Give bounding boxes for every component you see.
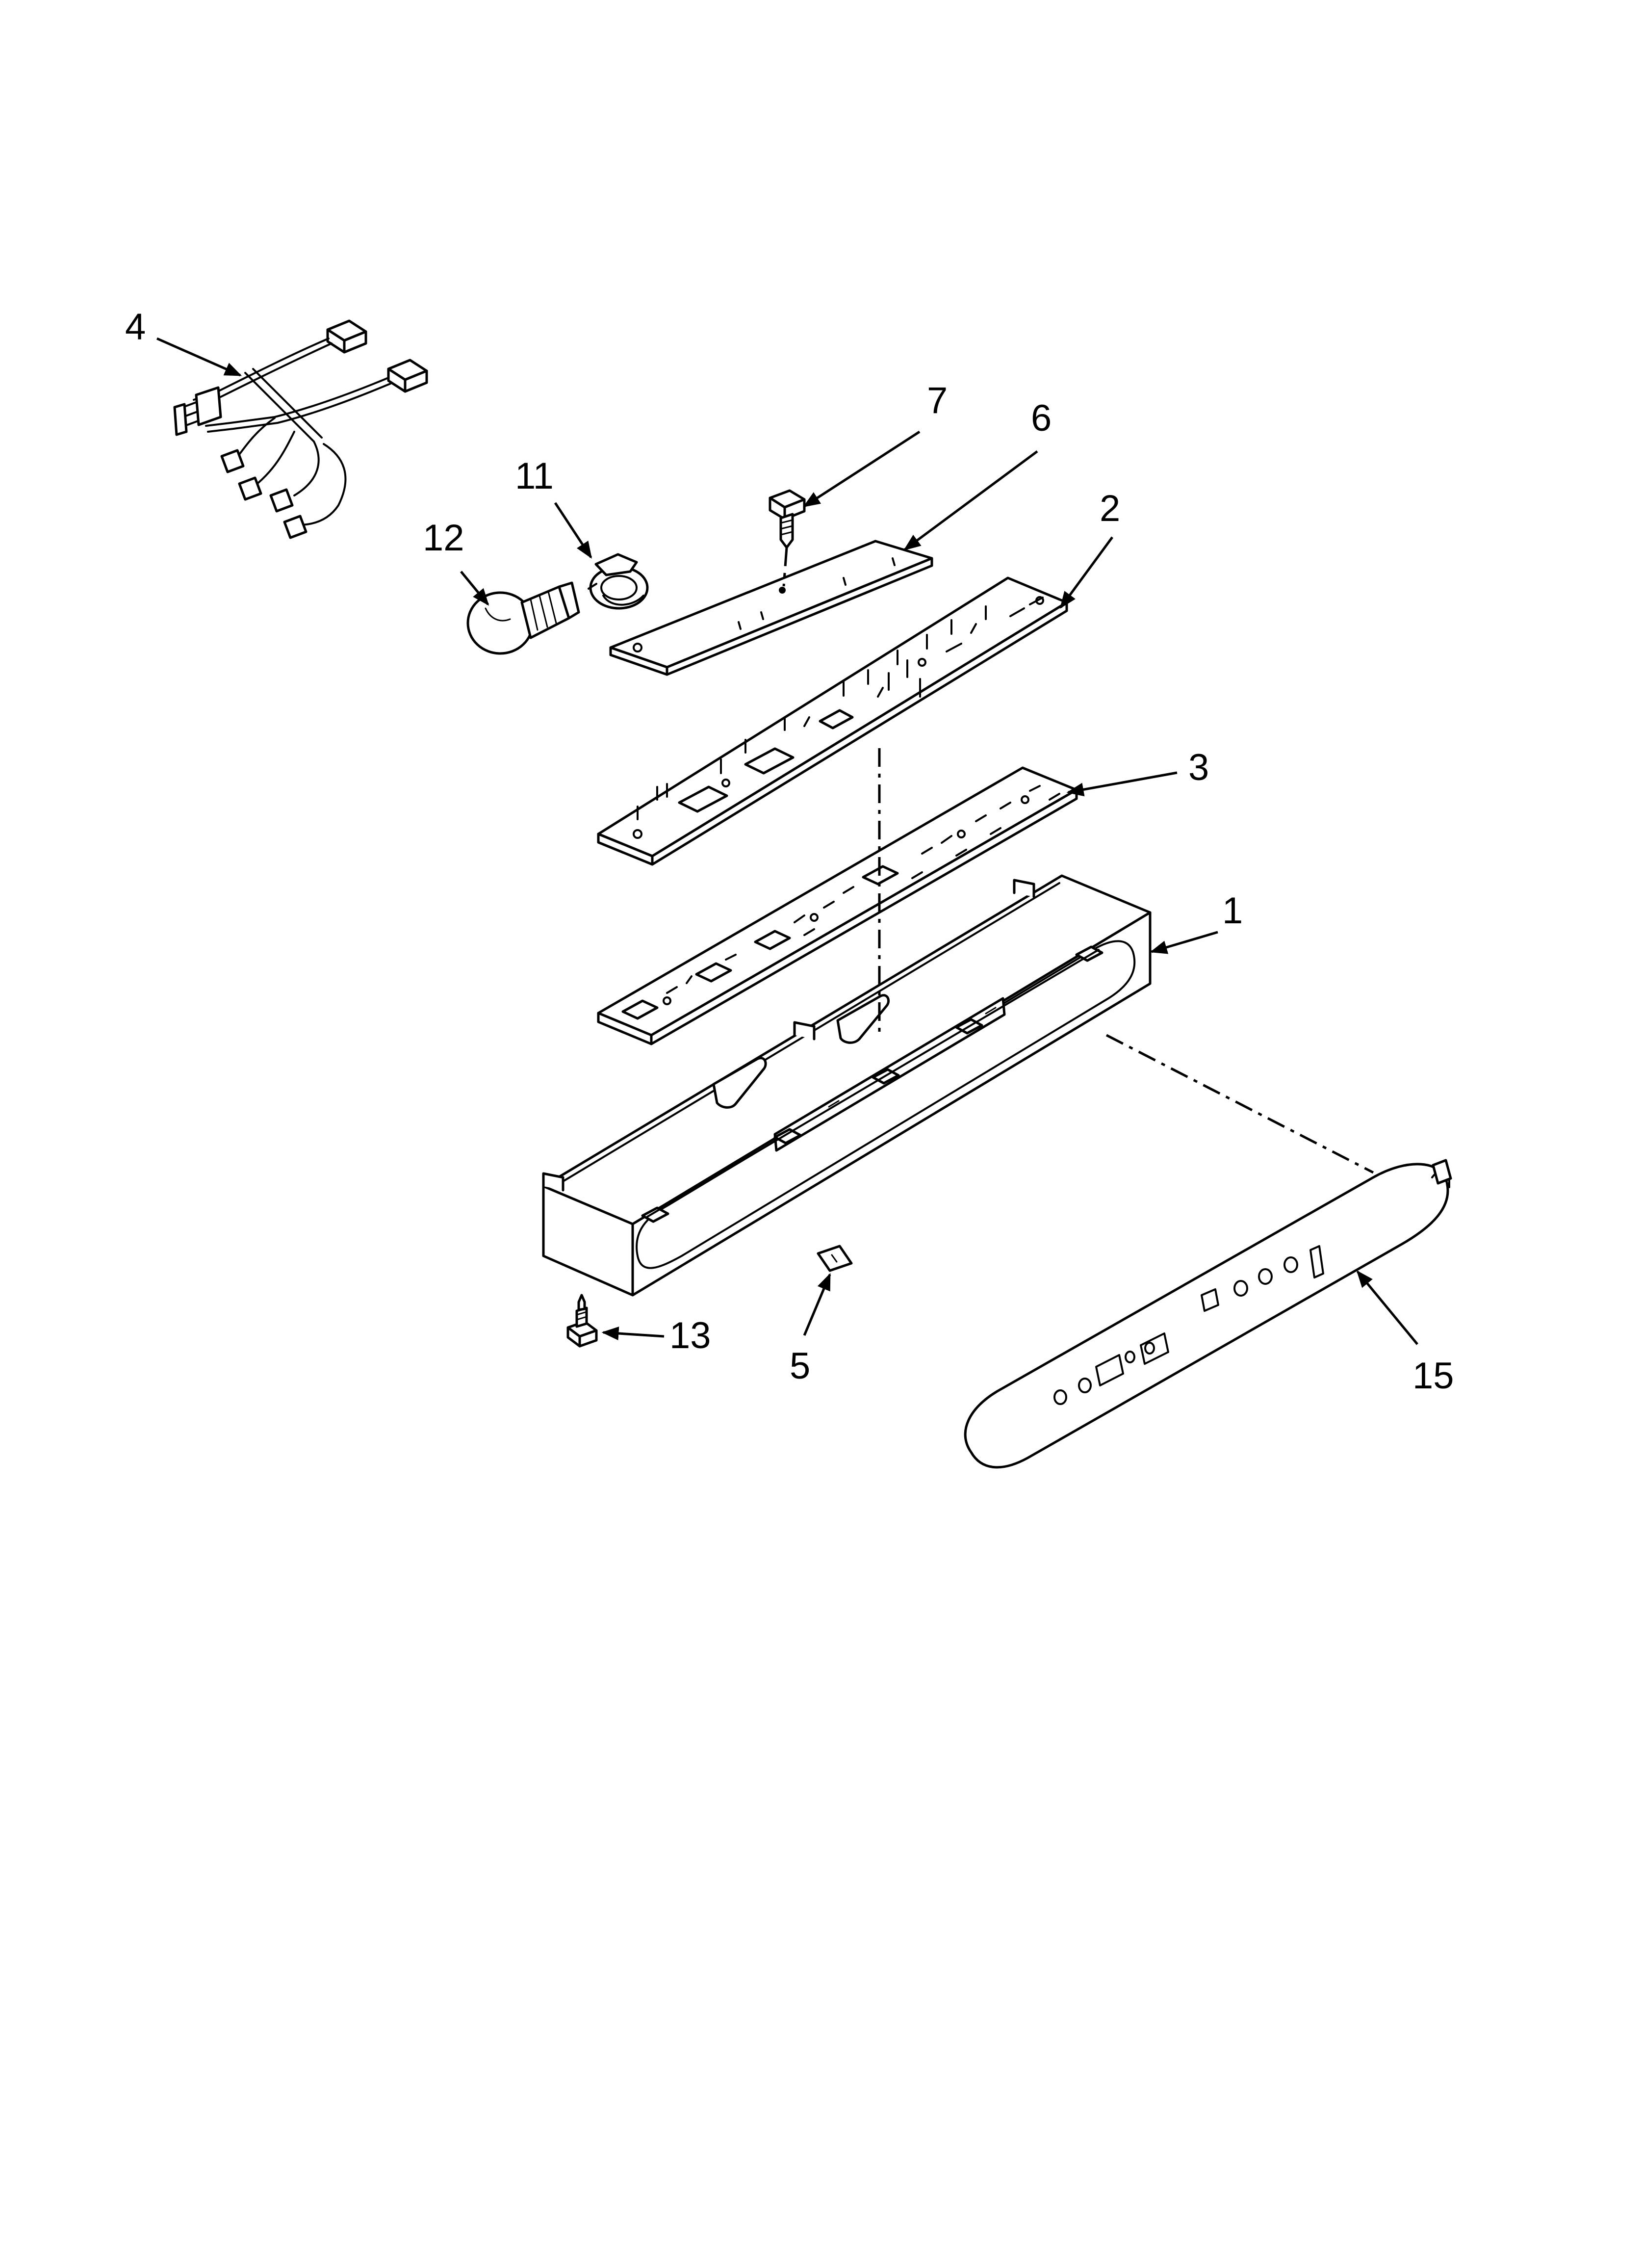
part-3-electronic-board [597,766,1078,1045]
alignment-line-screw-to-plate [782,547,788,587]
part-2-control-board [597,576,1068,866]
leader-3 [1066,771,1178,797]
callout-3: 3 [1188,747,1209,788]
callout-1: 1 [1222,890,1243,932]
callout-4: 4 [125,306,146,348]
callout-7: 7 [927,380,948,421]
callout-13: 13 [669,1315,711,1356]
callout-12: 12 [423,517,464,559]
part-11-lamp-socket [588,553,649,610]
callout-5: 5 [790,1345,810,1387]
leader-1 [1150,931,1218,954]
leader-13 [601,1327,665,1340]
leader-7 [803,430,921,508]
part-15-control-panel-overlay [964,1159,1452,1469]
callout-11: 11 [515,455,554,497]
leader-6 [903,450,1038,551]
part-12-light-bulb [466,581,580,655]
leader-12 [460,571,489,606]
leader-5 [803,1273,831,1336]
callout-15: 15 [1412,1355,1454,1397]
part-6-cover-plate [609,540,933,676]
part-5-clip [817,1245,853,1272]
alignment-line-housing-to-panel [1105,1034,1374,1174]
part-4-wire-harness [173,319,428,539]
leader-11 [554,502,592,559]
part-7-screw [769,489,806,549]
leader-15 [1356,1270,1418,1345]
callout-2: 2 [1100,488,1120,529]
leader-4 [156,337,242,377]
part-13-screw [566,1294,598,1348]
leader-2 [1059,536,1114,609]
part-1-control-housing [542,874,1152,1297]
callout-6: 6 [1031,397,1052,439]
